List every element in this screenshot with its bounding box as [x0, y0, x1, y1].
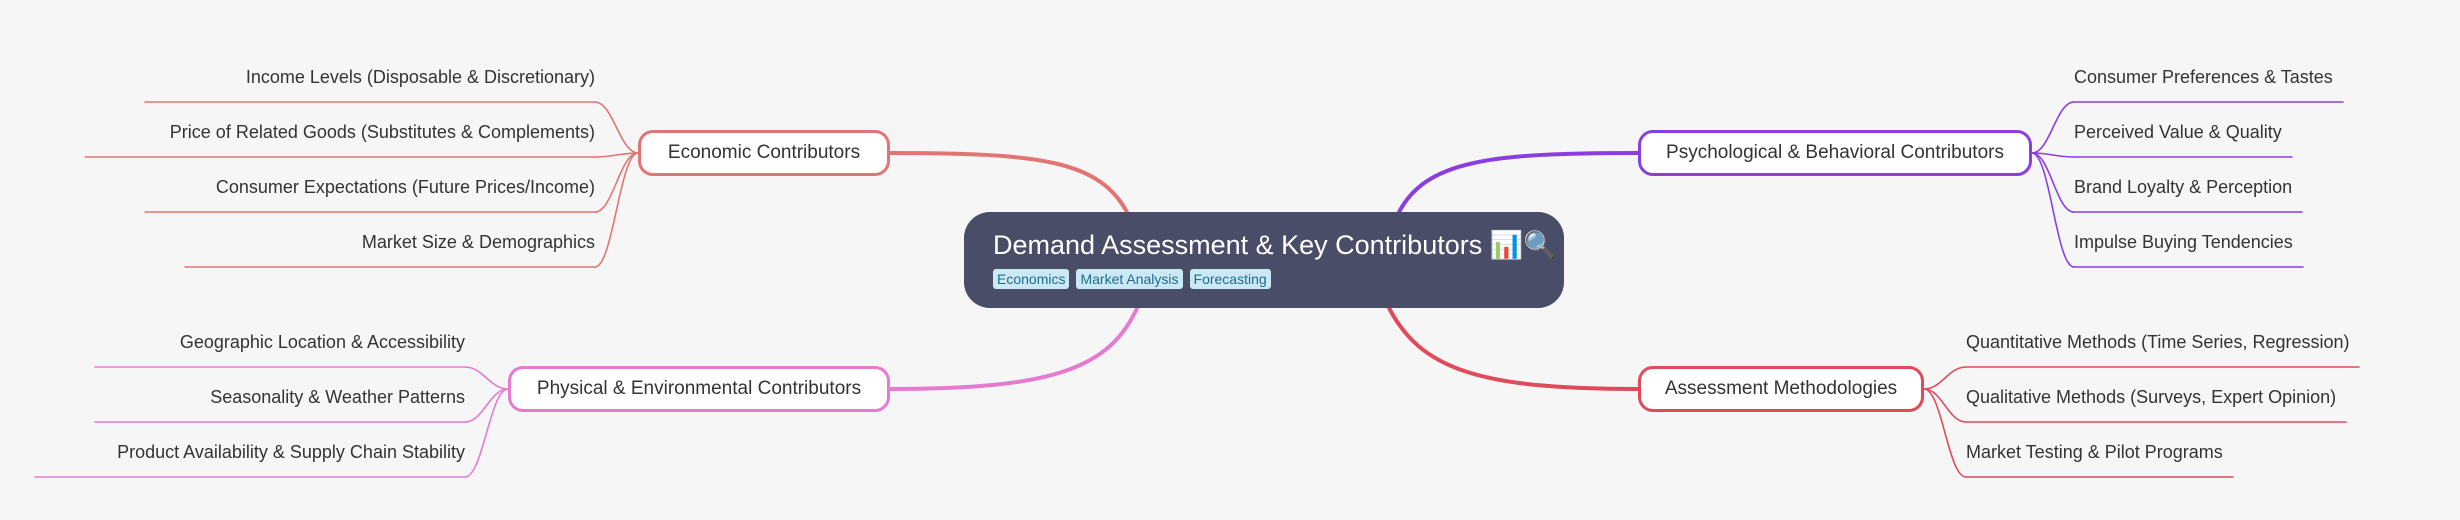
connector-psychological-leaf-0 [2031, 101, 2075, 154]
method-item-quantitative[interactable]: Quantitative Methods (Time Series, Regre… [1966, 332, 2350, 352]
connector-methodologies-leaf-1 [1923, 388, 1967, 423]
tag-list: Economics Market Analysis Forecasting [993, 269, 1564, 289]
branch-psychological-behavioral[interactable]: Psychological & Behavioral Contributors [1638, 130, 2032, 176]
tag-forecasting[interactable]: Forecasting [1189, 269, 1271, 289]
physical-item-seasonality[interactable]: Seasonality & Weather Patterns [210, 387, 465, 407]
connector-psychological-leaf-3 [2031, 152, 2075, 268]
branch-physical-environmental[interactable]: Physical & Environmental Contributors [508, 366, 890, 412]
connector-economic-leaf-1 [594, 152, 639, 158]
connector-methodologies-leaf-2 [1923, 388, 1967, 478]
physical-item-geographic-location[interactable]: Geographic Location & Accessibility [179, 332, 465, 352]
connector-economic-leaf-0 [594, 101, 639, 154]
tag-economics[interactable]: Economics [993, 269, 1070, 289]
branch-economic-contributors[interactable]: Economic Contributors [638, 130, 890, 176]
connector-psychological [1396, 151, 1640, 216]
psych-item-impulse-buying[interactable]: Impulse Buying Tendencies [2074, 232, 2293, 252]
physical-item-product-availability[interactable]: Product Availability & Supply Chain Stab… [117, 442, 465, 462]
economic-item-market-size[interactable]: Market Size & Demographics [361, 232, 595, 252]
connector-economic [888, 151, 1130, 216]
branch-assessment-methodologies[interactable]: Assessment Methodologies [1638, 366, 1924, 412]
connector-physical-leaf-1 [464, 388, 509, 423]
psych-item-perceived-value[interactable]: Perceived Value & Quality [2074, 122, 2282, 142]
connector-methodologies [1386, 304, 1640, 391]
connector-physical-leaf-0 [464, 366, 509, 390]
economic-item-price-related-goods[interactable]: Price of Related Goods (Substitutes & Co… [169, 122, 595, 142]
psych-item-consumer-preferences[interactable]: Consumer Preferences & Tastes [2074, 67, 2333, 87]
connector-economic-leaf-3 [594, 152, 639, 268]
connector-physical-leaf-2 [464, 388, 509, 478]
connector-psychological-leaf-2 [2031, 152, 2075, 213]
connector-psychological-leaf-1 [2031, 152, 2075, 158]
tag-market-analysis[interactable]: Market Analysis [1076, 269, 1183, 289]
economic-item-consumer-expectations[interactable]: Consumer Expectations (Future Prices/Inc… [215, 177, 595, 197]
connector-economic-leaf-2 [594, 152, 639, 213]
connector-physical [888, 304, 1140, 391]
connector-methodologies-leaf-0 [1923, 366, 1967, 390]
root-topic[interactable]: Demand Assessment & Key Contributors 📊🔍 … [964, 212, 1564, 308]
psych-item-brand-loyalty[interactable]: Brand Loyalty & Perception [2074, 177, 2293, 197]
method-item-market-testing[interactable]: Market Testing & Pilot Programs [1966, 442, 2223, 462]
method-item-qualitative[interactable]: Qualitative Methods (Surveys, Expert Opi… [1966, 387, 2337, 407]
root-title: Demand Assessment & Key Contributors 📊🔍 [993, 230, 1557, 260]
economic-item-income-levels[interactable]: Income Levels (Disposable & Discretionar… [245, 67, 595, 87]
